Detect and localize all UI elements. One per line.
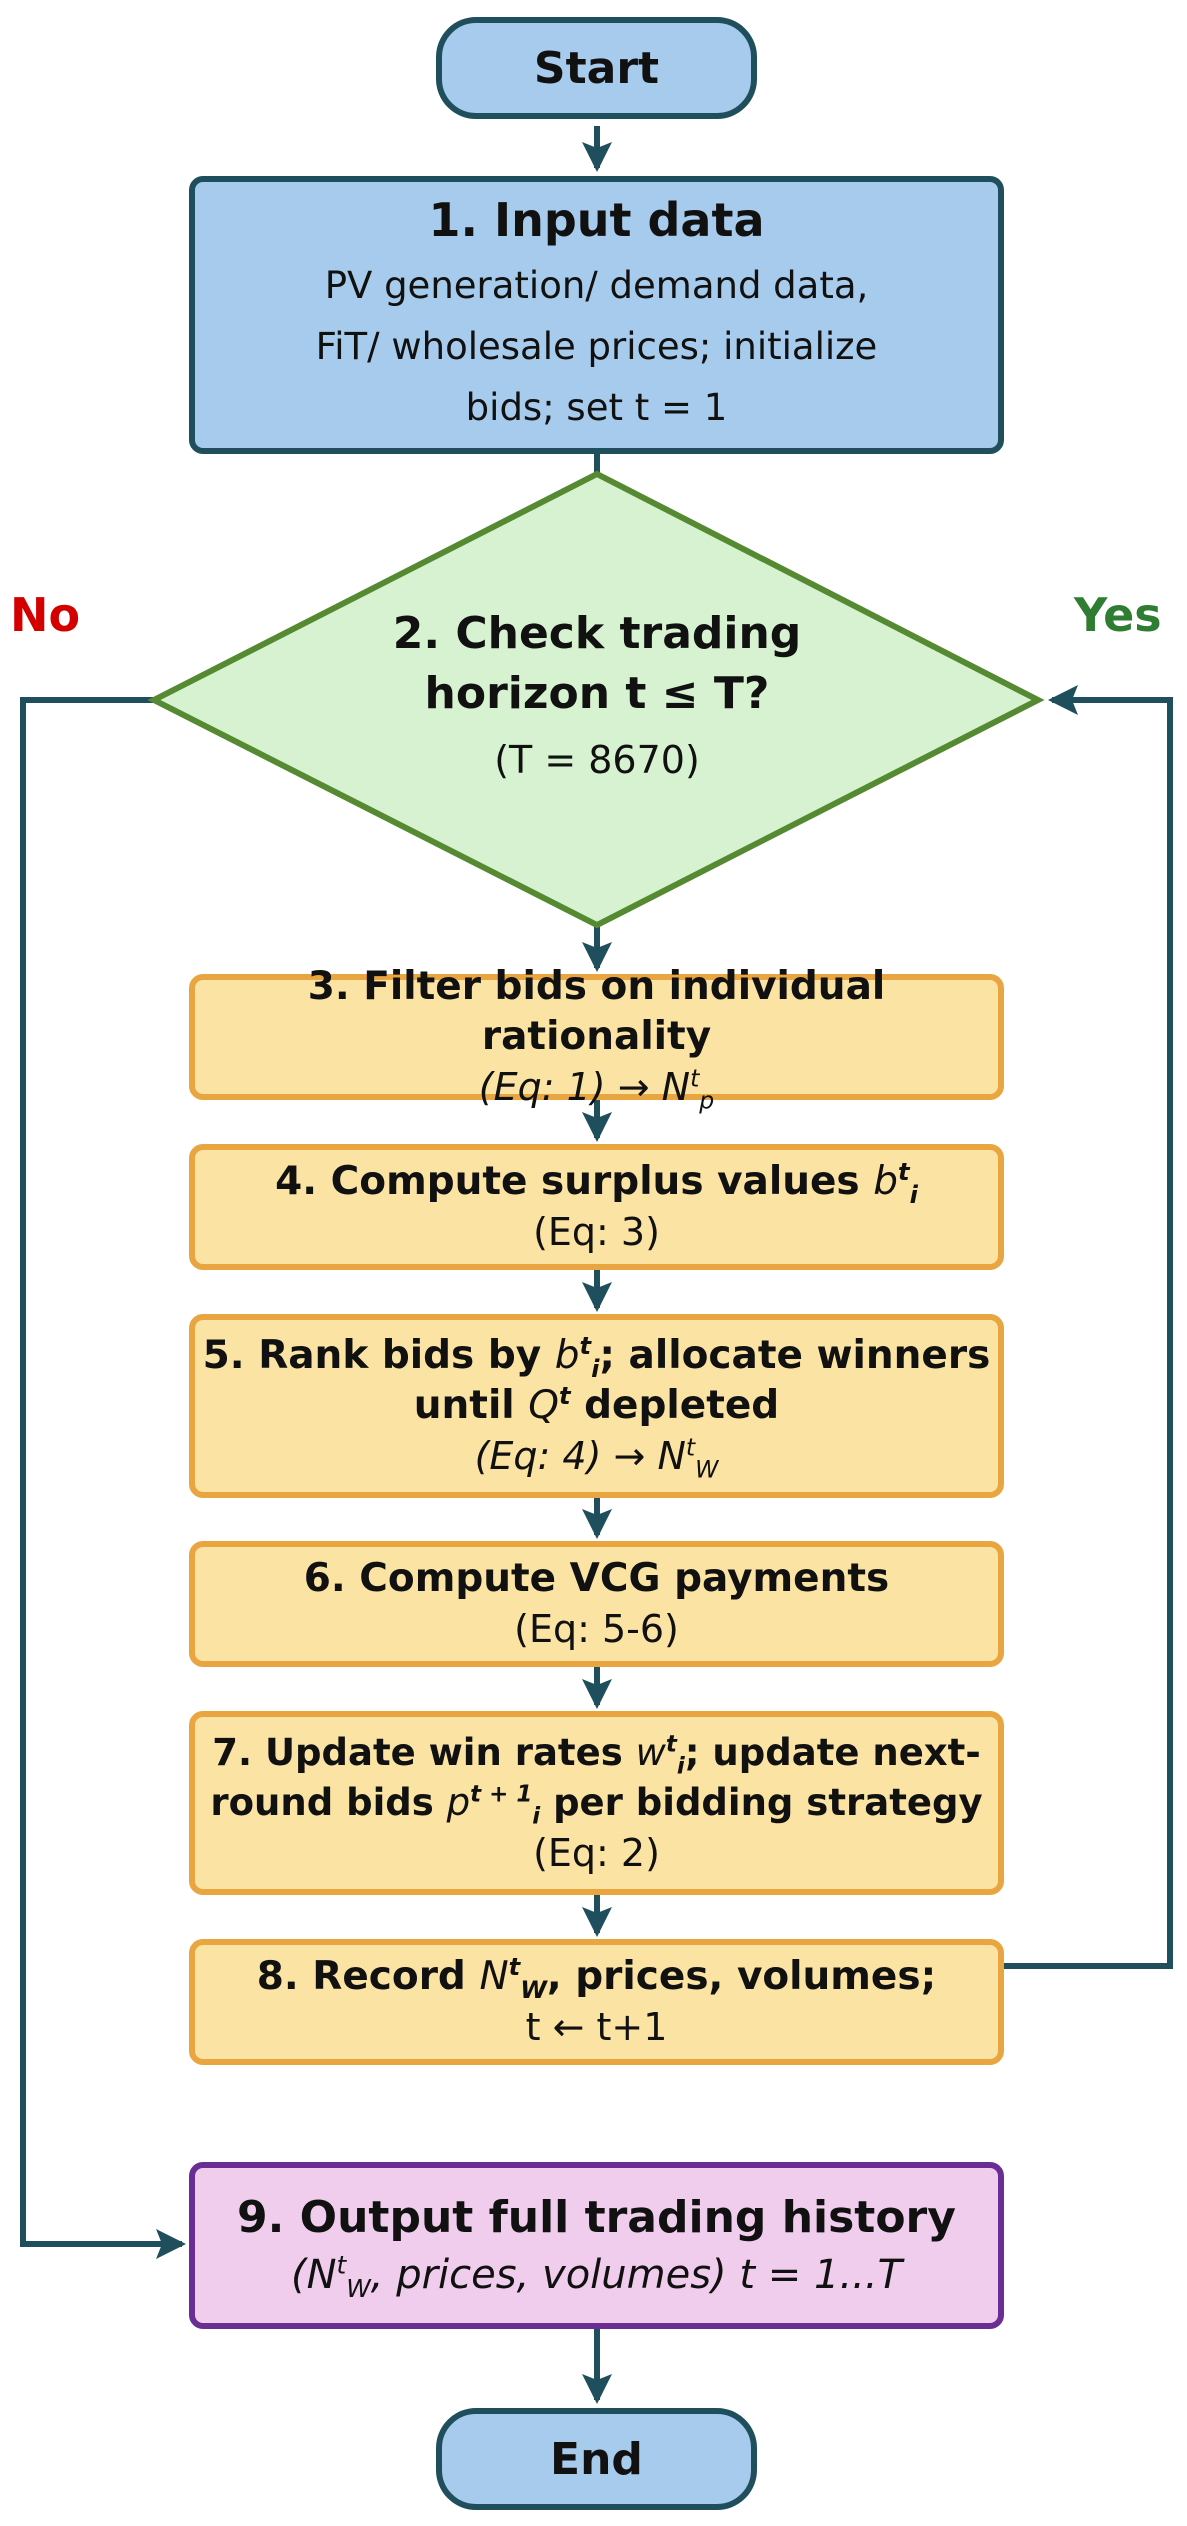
- step6-vcg-payments: 6. Compute VCG payments (Eq: 5-6): [189, 1541, 1004, 1667]
- end-label: End: [550, 2433, 643, 2485]
- end-terminal: End: [436, 2408, 757, 2510]
- step8-record-results: 8. Record NtW, prices, volumes; t ← t+1: [189, 1939, 1004, 2065]
- step2-decision-text: 2. Check trading horizon t ≤ T? (T = 867…: [300, 604, 894, 782]
- step7-equation: (Eq: 2): [533, 1831, 660, 1875]
- loop-yes-connector: [1004, 685, 1173, 1969]
- step7-line-2: round bids pt + 1i per bidding strategy: [210, 1781, 983, 1830]
- step4-equation: (Eq: 3): [533, 1210, 660, 1254]
- step2-note: (T = 8670): [494, 738, 700, 782]
- step6-equation: (Eq: 5-6): [514, 1607, 679, 1651]
- step5-line-2: until Qt depleted: [413, 1382, 780, 1428]
- step1-line-1: PV generation/ demand data,: [324, 263, 869, 307]
- step9-subtitle: (NtW, prices, volumes) t = 1...T: [290, 2250, 903, 2303]
- step3-filter-bids: 3. Filter bids on individual rationality…: [189, 964, 1004, 1112]
- step4-compute-surplus: 4. Compute surplus values bti (Eq: 3): [189, 1144, 1004, 1270]
- step9-output-history: 9. Output full trading history (NtW, pri…: [189, 2162, 1004, 2329]
- yes-label: Yes: [1074, 588, 1162, 642]
- step1-line-3: bids; set t = 1: [465, 385, 728, 429]
- step9-title: 9. Output full trading history: [237, 2191, 956, 2243]
- step8-line-2: t ← t+1: [525, 2005, 668, 2049]
- step1-input-data: 1. Input data PV generation/ demand data…: [189, 176, 1004, 454]
- step1-line-2: FiT/ wholesale prices; initialize: [315, 324, 878, 368]
- step6-title: 6. Compute VCG payments: [303, 1556, 890, 1601]
- step4-title: 4. Compute surplus values bti: [275, 1158, 918, 1209]
- step3-title: 3. Filter bids on individual rationality: [307, 964, 886, 1059]
- decision-diamond: [147, 470, 1045, 929]
- step7-line-1: 7. Update win rates wti; update next-: [212, 1731, 981, 1780]
- step2-title-line-1: 2. Check trading: [392, 608, 802, 659]
- step7-update-win-rates: 7. Update win rates wti; update next- ro…: [189, 1711, 1004, 1895]
- start-terminal: Start: [436, 17, 757, 119]
- step3-equation: (Eq: 1) → Ntp: [478, 1064, 715, 1115]
- step5-rank-bids: 5. Rank bids by bti; allocate winners un…: [189, 1314, 1004, 1498]
- step8-line-1: 8. Record NtW, prices, volumes;: [256, 1953, 937, 2004]
- step5-line-1: 5. Rank bids by bti; allocate winners: [202, 1332, 991, 1383]
- start-label: Start: [533, 42, 660, 94]
- loop-no-connector: [20, 697, 186, 2259]
- step5-equation: (Eq: 4) → NtW: [474, 1433, 719, 1484]
- step2-title-line-2: horizon t ≤ T?: [424, 668, 770, 719]
- step1-title: 1. Input data: [428, 192, 765, 247]
- no-label: No: [10, 588, 81, 642]
